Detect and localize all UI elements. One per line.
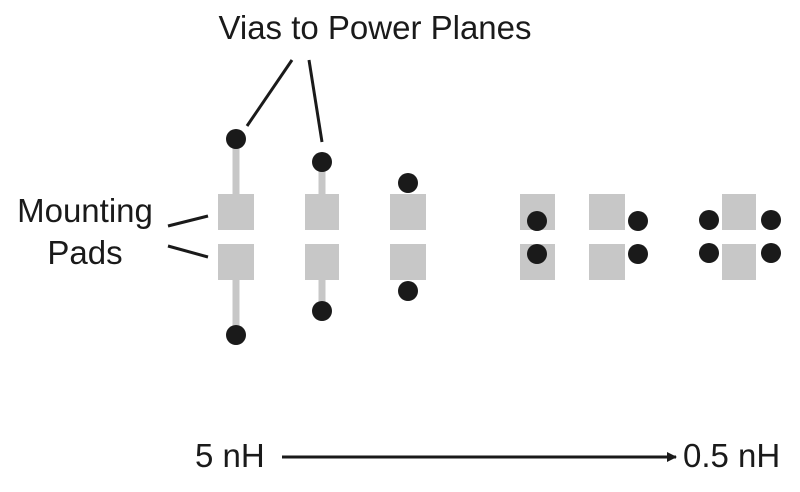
config-5 bbox=[589, 194, 648, 280]
inductance-high-label: 5 nH bbox=[195, 437, 265, 474]
inductance-low-label: 0.5 nH bbox=[683, 437, 780, 474]
via bbox=[312, 152, 332, 172]
via bbox=[527, 244, 547, 264]
mounting-pad bbox=[390, 244, 426, 280]
via bbox=[398, 173, 418, 193]
config-3 bbox=[390, 173, 426, 301]
via bbox=[699, 243, 719, 263]
mounting-pad bbox=[722, 194, 756, 230]
via bbox=[398, 281, 418, 301]
vias-label: Vias to Power Planes bbox=[218, 9, 531, 46]
config-6 bbox=[699, 194, 781, 280]
via bbox=[226, 129, 246, 149]
via bbox=[761, 210, 781, 230]
mounting-pads-label-line2: Pads bbox=[47, 234, 122, 271]
mounting-pad bbox=[722, 244, 756, 280]
via bbox=[226, 325, 246, 345]
pads-leader-line-1 bbox=[167, 214, 209, 228]
via bbox=[761, 243, 781, 263]
via bbox=[527, 211, 547, 231]
via bbox=[699, 210, 719, 230]
config-1 bbox=[218, 129, 254, 345]
pads-leader-line-2 bbox=[167, 244, 209, 259]
mounting-pad bbox=[305, 194, 339, 230]
mounting-pad bbox=[589, 244, 625, 280]
via bbox=[312, 301, 332, 321]
config-4 bbox=[520, 194, 555, 280]
mounting-pad bbox=[218, 194, 254, 230]
via bbox=[628, 244, 648, 264]
via bbox=[628, 211, 648, 231]
mounting-pad bbox=[589, 194, 625, 230]
vias-leader-line-1 bbox=[245, 59, 294, 127]
mounting-pad bbox=[218, 244, 254, 280]
vias-leader-line-2 bbox=[307, 59, 324, 143]
mounting-pad bbox=[305, 244, 339, 280]
mounting-pads-label-line1: Mounting bbox=[17, 192, 153, 229]
config-2 bbox=[305, 152, 339, 321]
mounting-pad bbox=[390, 194, 426, 230]
